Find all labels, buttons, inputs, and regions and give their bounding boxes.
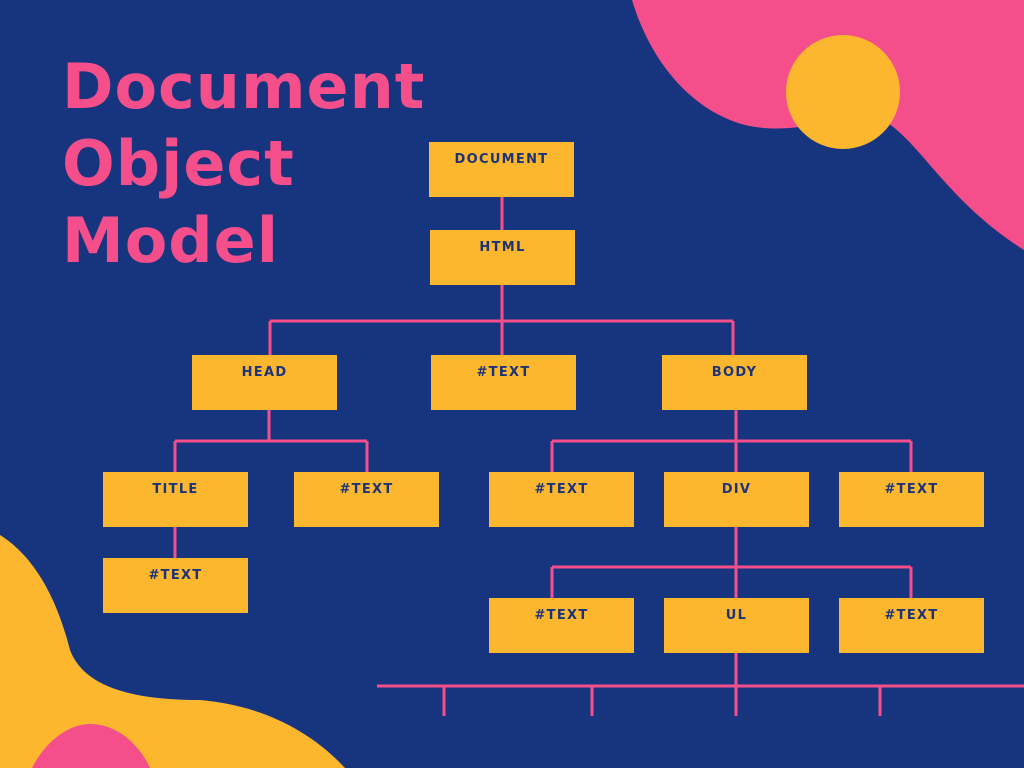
title-line-3: Model xyxy=(62,204,279,277)
node-title: TITLE xyxy=(103,472,248,527)
yellow-circle-top-right xyxy=(786,35,900,149)
pink-blob-top-right xyxy=(632,0,1024,250)
node-div: DIV xyxy=(664,472,809,527)
node-text-body-child-left: #TEXT xyxy=(489,472,634,527)
node-document: DOCUMENT xyxy=(429,142,574,197)
yellow-blob-bottom-left xyxy=(0,535,345,768)
node-head: HEAD xyxy=(192,355,337,410)
node-text-title-child: #TEXT xyxy=(103,558,248,613)
pink-blob-bottom-left xyxy=(32,724,150,768)
node-html: HTML xyxy=(430,230,575,285)
node-text-head-child: #TEXT xyxy=(294,472,439,527)
node-text-html-child: #TEXT xyxy=(431,355,576,410)
node-text-div-child-right: #TEXT xyxy=(839,598,984,653)
node-body: BODY xyxy=(662,355,807,410)
diagram-title: Document Object Model xyxy=(62,48,425,279)
title-line-2: Object xyxy=(62,127,295,200)
title-line-1: Document xyxy=(62,50,426,123)
node-text-div-child-left: #TEXT xyxy=(489,598,634,653)
node-ul: UL xyxy=(664,598,809,653)
node-text-body-child-right: #TEXT xyxy=(839,472,984,527)
